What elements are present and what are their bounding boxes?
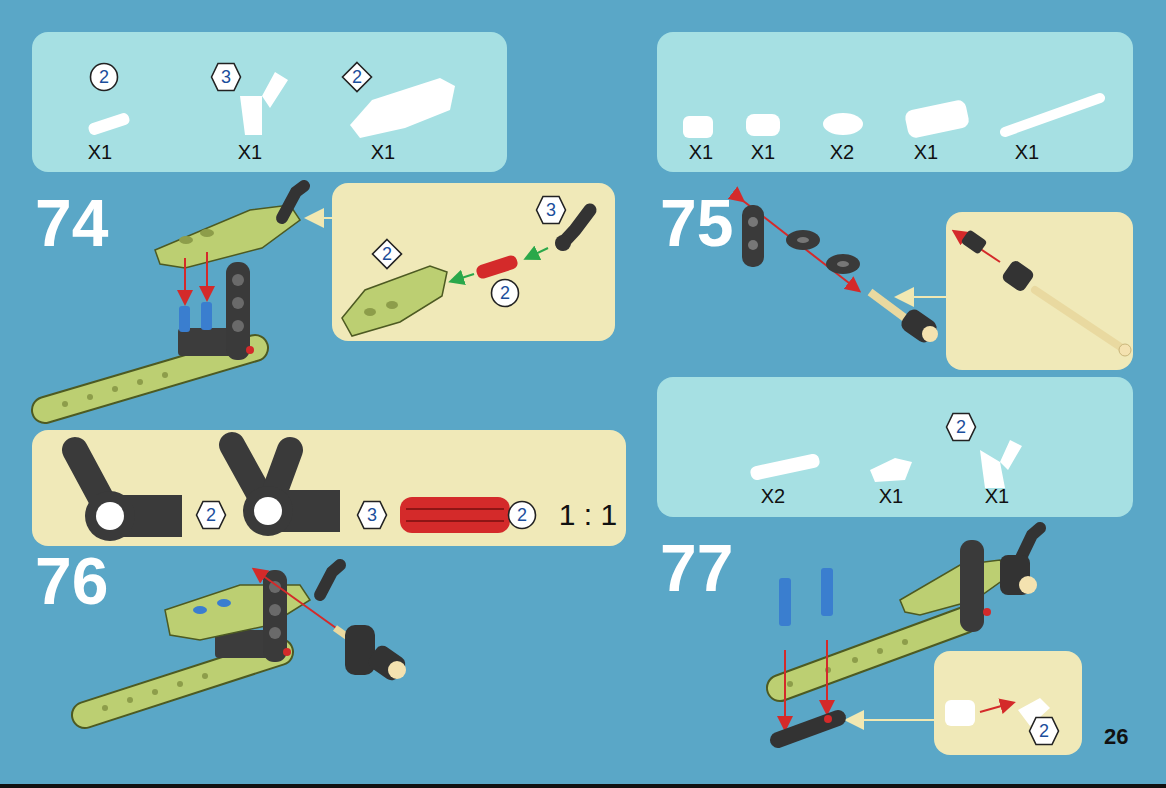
callout-number: 2 [490,278,520,308]
label-text: 2 [500,284,510,302]
callout-number: 2 [195,500,227,530]
label-text: X2 [830,142,854,162]
callout-number: 2 [945,412,977,442]
parts-panel: 1 : 1 2 3 2 [32,430,626,546]
label-text: 3 [546,201,556,219]
label-text: 2 [382,245,392,263]
label-text: X1 [238,142,262,162]
parts-silhouettes [657,32,1133,172]
label-text: X1 [985,486,1009,506]
callout-number: 2 [507,500,537,530]
parts-panel: X2 X1 X1 2 [657,377,1133,517]
callout-number: 3 [210,62,242,92]
label-text: X1 [1015,142,1039,162]
callout-number: 2 [1028,716,1060,746]
callout-number: 2 [89,62,119,92]
callout-number: 2 [371,238,403,270]
label-text: 2 [517,506,527,524]
label-text: 1 : 1 [559,500,617,530]
parts-panel: X1 X1 X2 X1 X1 [657,32,1133,172]
callout-number: 2 [341,61,373,93]
label-text: 2 [352,68,362,86]
page-number: 26 [1104,726,1128,748]
label-text: 2 [1039,722,1049,740]
step-number: 74 [35,190,108,256]
label-text: X1 [914,142,938,162]
label-text: 3 [221,68,231,86]
label-text: X1 [751,142,775,162]
parts-panel: X1 X1 X1 2 3 2 [32,32,507,172]
label-text: 2 [206,506,216,524]
label-text: 3 [367,506,377,524]
step-number: 75 [660,190,733,256]
callout-number: 3 [356,500,388,530]
callout-number: 3 [535,195,567,225]
label-text: X1 [371,142,395,162]
label-text: X1 [879,486,903,506]
step-number: 76 [35,548,108,614]
label-text: 2 [99,68,109,86]
label-text: X2 [761,486,785,506]
label-text: X1 [689,142,713,162]
step-number: 77 [660,535,733,601]
parts-drawing [32,430,626,546]
label-text: 2 [956,418,966,436]
label-text: X1 [88,142,112,162]
